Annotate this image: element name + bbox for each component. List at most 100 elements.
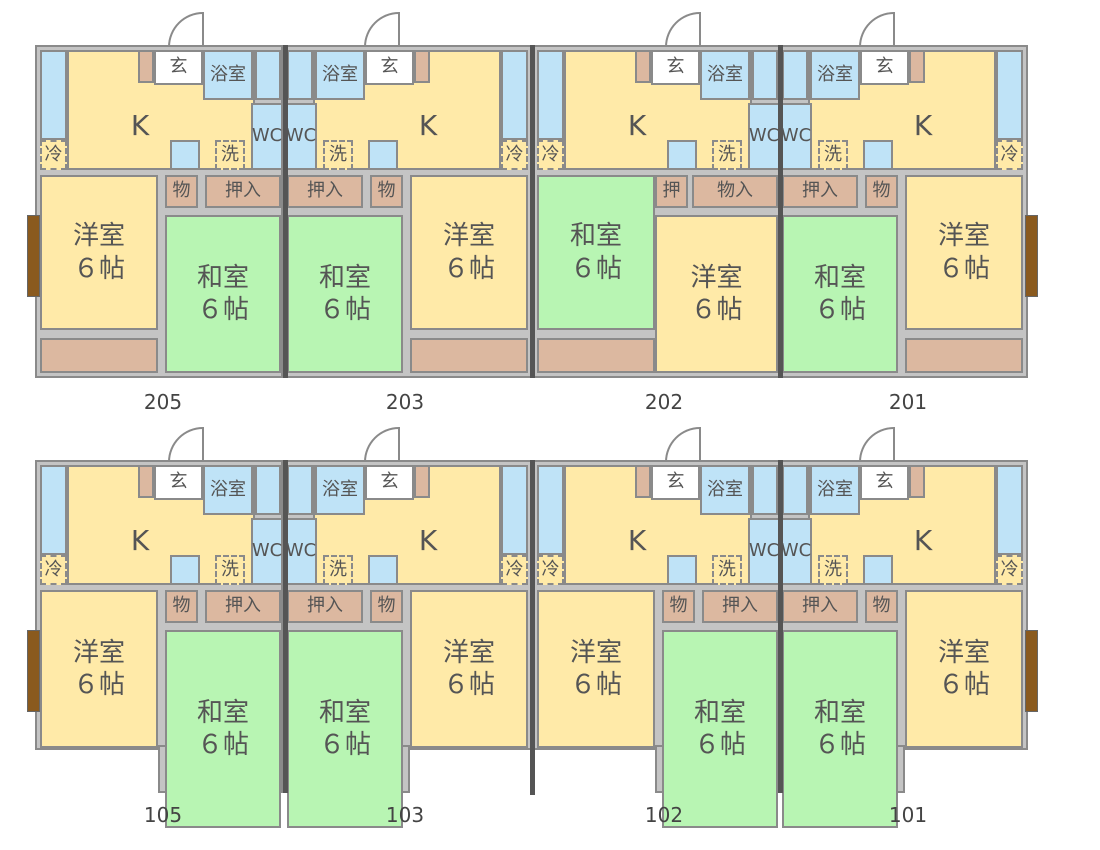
bathroom: 浴室 <box>700 50 750 100</box>
entrance: 玄 <box>154 50 203 85</box>
washer-space: 洗 <box>818 140 848 170</box>
kitchen-counter <box>40 50 67 140</box>
western-room: 洋室 ６帖 <box>537 590 655 748</box>
entrance: 玄 <box>860 465 909 500</box>
washer-space: 洗 <box>215 555 245 585</box>
sink <box>667 555 697 585</box>
fridge-space: 冷 <box>40 140 67 170</box>
entrance: 玄 <box>365 50 414 85</box>
toilet: WC <box>251 103 283 170</box>
kitchen-counter <box>537 50 564 140</box>
kitchen-label: K <box>627 108 647 142</box>
storage: 物 <box>165 175 198 208</box>
entrance: 玄 <box>651 50 700 85</box>
entrance: 玄 <box>154 465 203 500</box>
japanese-room: 和室 ６帖 <box>537 175 655 330</box>
western-room: 洋室 ６帖 <box>905 175 1023 330</box>
bathroom: 浴室 <box>315 465 365 515</box>
fridge-space: 冷 <box>537 140 564 170</box>
fridge-space: 冷 <box>537 555 564 585</box>
closet: 押入 <box>287 175 363 208</box>
bathtub <box>255 465 281 515</box>
entrance-door-swing <box>168 12 204 47</box>
washer-space: 洗 <box>712 140 742 170</box>
bathroom: 浴室 <box>700 465 750 515</box>
unit-number: 203 <box>385 390 425 414</box>
sink <box>170 555 200 585</box>
kitchen-counter <box>40 465 67 555</box>
bathtub <box>782 465 808 515</box>
closet: 押入 <box>782 175 858 208</box>
shoe-cabinet <box>414 50 430 83</box>
sink <box>368 555 398 585</box>
kitchen-counter <box>501 465 528 555</box>
bathroom: 浴室 <box>203 50 253 100</box>
bathtub <box>287 50 313 100</box>
bathroom: 浴室 <box>203 465 253 515</box>
washer-space: 洗 <box>215 140 245 170</box>
western-room: 洋室 ６帖 <box>40 590 158 748</box>
unit-number: 105 <box>143 803 183 827</box>
storage: 物 <box>370 590 403 623</box>
shoe-cabinet <box>138 465 154 498</box>
washer-space: 洗 <box>712 555 742 585</box>
window <box>27 630 40 712</box>
shoe-cabinet <box>138 50 154 83</box>
fridge-space: 冷 <box>40 555 67 585</box>
japanese-room: 和室 ６帖 <box>165 215 281 373</box>
washer-space: 洗 <box>323 140 353 170</box>
unit-divider-wall <box>778 45 783 378</box>
sink <box>170 140 200 170</box>
washer-space: 洗 <box>818 555 848 585</box>
bathroom: 浴室 <box>810 465 860 515</box>
kitchen-label: K <box>627 523 647 557</box>
fridge-space: 冷 <box>996 555 1023 585</box>
western-room: 洋室 ６帖 <box>905 590 1023 748</box>
unit-divider-wall <box>283 460 288 793</box>
fridge-space: 冷 <box>501 555 528 585</box>
unit-divider-wall <box>530 45 535 378</box>
storage-closet: 物入 <box>692 175 778 208</box>
unit-number: 205 <box>143 390 183 414</box>
sink <box>863 140 893 170</box>
entrance-door-swing <box>859 12 895 47</box>
closet: 押入 <box>205 175 281 208</box>
kitchen-label: K <box>913 523 933 557</box>
japanese-room: 和室 ６帖 <box>287 630 403 828</box>
entrance-door-swing <box>364 12 400 47</box>
storage: 物 <box>865 590 898 623</box>
entrance: 玄 <box>651 465 700 500</box>
unit-number: 202 <box>644 390 684 414</box>
storage: 物 <box>662 590 695 623</box>
shoe-cabinet <box>635 465 651 498</box>
fridge-space: 冷 <box>996 140 1023 170</box>
toilet: WC <box>780 518 812 585</box>
toilet: WC <box>748 103 780 170</box>
unit-number: 102 <box>644 803 684 827</box>
entrance-door-swing <box>665 427 701 462</box>
bathtub <box>752 465 778 515</box>
bathroom: 浴室 <box>810 50 860 100</box>
kitchen-label: K <box>418 523 438 557</box>
kitchen-label: K <box>130 523 150 557</box>
closet-bottom <box>905 338 1023 373</box>
kitchen-label: K <box>130 108 150 142</box>
sink <box>368 140 398 170</box>
entrance-door-swing <box>665 12 701 47</box>
storage: 物 <box>370 175 403 208</box>
unit-number: 201 <box>888 390 928 414</box>
entrance: 玄 <box>860 50 909 85</box>
unit-divider-wall <box>778 460 783 793</box>
japanese-room: 和室 ６帖 <box>662 630 778 828</box>
closet: 押入 <box>205 590 281 623</box>
kitchen-label: K <box>418 108 438 142</box>
